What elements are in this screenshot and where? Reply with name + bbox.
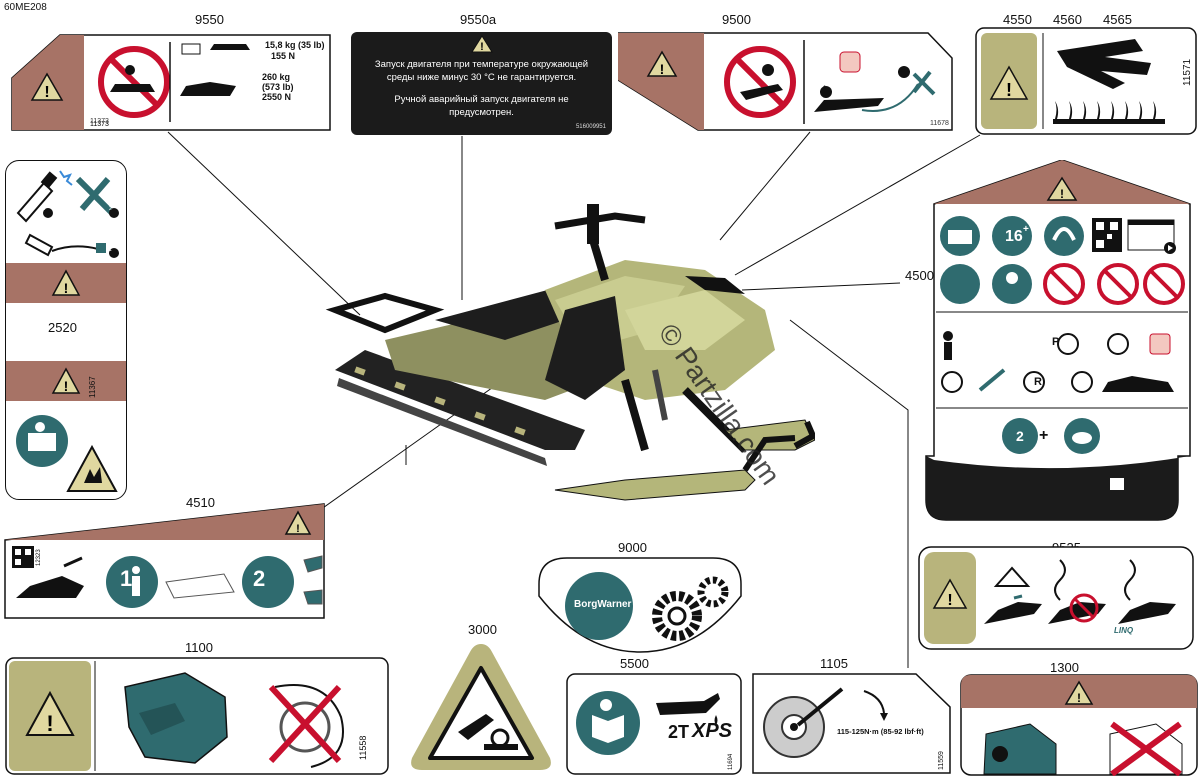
callout-3000: 3000 <box>468 622 497 637</box>
decal-2520-step-e: E <box>42 206 46 212</box>
warning-icon: ! <box>51 367 81 394</box>
svg-text:!: ! <box>660 61 665 77</box>
callout-1105: 1105 <box>820 656 848 671</box>
svg-text:!: ! <box>480 41 484 53</box>
decal-1105-code: 11559 <box>938 751 945 770</box>
decal-9550-code: 11373 <box>90 118 109 125</box>
decal-9550a: ! Запуск двигателя при температуре окруж… <box>351 32 612 135</box>
decal-9550a-line3: Ручной аварийный запуск двигателя не <box>394 94 569 105</box>
spark-plug-icon <box>16 170 119 258</box>
svg-text:!: ! <box>46 711 53 736</box>
svg-text:!: ! <box>44 84 49 101</box>
warning-band-top: ! <box>6 263 126 303</box>
decal-4550: ! <box>975 27 1197 135</box>
decal-9000-brand: BorgWarner <box>574 599 632 610</box>
decal-9500-step2: 2 <box>900 68 904 74</box>
svg-text:!: ! <box>1077 691 1081 705</box>
svg-text:!: ! <box>64 378 69 394</box>
callout-4500: 4500 <box>905 268 934 283</box>
decal-2520-code: 11367 <box>88 376 97 398</box>
decal-4500-reverse: R <box>1034 376 1042 388</box>
decal-9500: ! <box>618 32 953 131</box>
svg-text:!: ! <box>1006 80 1012 100</box>
decal-9550a-line1: Запуск двигателя при температуре окружаю… <box>374 59 589 70</box>
decal-5500 <box>566 673 742 775</box>
decal-4510-code: 12323 <box>36 549 42 566</box>
svg-text:!: ! <box>1060 187 1064 201</box>
decal-1300: ! <box>960 674 1198 776</box>
callout-5500: 5500 <box>620 656 649 671</box>
warning-icon: ! <box>51 269 81 296</box>
decal-2520: E 2 1 ! ! <box>5 160 127 500</box>
decal-9525: ! <box>918 546 1194 650</box>
decal-4510-rider1: 1 <box>120 566 133 591</box>
decal-4550-code: 11571 <box>1182 58 1193 86</box>
decal-5500-code: 11694 <box>728 753 734 770</box>
decal-9550-load-2: (573 lb) <box>262 82 294 92</box>
decal-4500-riders: 2 <box>1016 428 1024 444</box>
decal-9550a-line4: предусмотрен. <box>449 107 514 118</box>
decal-9500-code: 11678 <box>930 120 949 127</box>
decal-9525-brand: LINQ <box>1114 626 1134 635</box>
snowmobile-illustration <box>325 204 815 501</box>
decal-4500-park: P <box>1052 336 1060 348</box>
decal-9550-weight-2: 155 N <box>271 51 296 61</box>
decal-9550: ! 11373 <box>11 34 331 131</box>
decal-4510: ! <box>4 503 325 619</box>
decal-9000 <box>538 557 742 653</box>
decal-4500-age-plus: + <box>1023 224 1029 235</box>
decal-1105-torque: 115-125N·m (85-92 lbf·ft) <box>837 727 924 736</box>
diagram-id: 60ME208 <box>4 2 47 13</box>
callout-4560: 4560 <box>1053 12 1082 27</box>
decal-2520-step-2: 2 <box>109 206 112 212</box>
callout-4510: 4510 <box>186 495 215 510</box>
decal-9550-load-1: 260 kg <box>262 72 291 82</box>
decal-4500-plus: + <box>1039 427 1049 444</box>
decal-9550a-code: 516009951 <box>575 124 606 130</box>
decal-9550-weight-1: 15,8 kg (35 lb) <box>265 40 325 50</box>
decal-9550-load-3: 2550 N <box>262 92 292 102</box>
decal-1105 <box>752 673 951 774</box>
svg-text:!: ! <box>947 592 952 609</box>
callout-9500: 9500 <box>722 12 751 27</box>
warning-band-bottom: ! <box>6 361 126 401</box>
decal-9550a-line2: среды ниже минус 30 °C не гарантируется. <box>386 72 577 83</box>
decal-2520-step-1: 1 <box>109 247 112 253</box>
manual-explosion-icon <box>16 415 118 492</box>
svg-text:!: ! <box>64 280 69 296</box>
callout-9550: 9550 <box>195 12 224 27</box>
svg-text:!: ! <box>296 523 300 535</box>
callout-9550a: 9550a <box>460 12 497 27</box>
callout-4565: 4565 <box>1103 12 1132 27</box>
decal-3000 <box>411 644 551 770</box>
decal-4510-rider2: 2 <box>253 566 266 591</box>
decal-1100: ! <box>5 657 389 775</box>
decal-9500-step1: 1 <box>823 86 827 92</box>
decal-4500: ! <box>925 160 1191 521</box>
callout-9000: 9000 <box>618 540 647 555</box>
callout-4550: 4550 <box>1003 12 1032 27</box>
decal-1100-code: 11558 <box>358 735 368 760</box>
callout-1300: 1300 <box>1050 660 1079 675</box>
callout-2520: 2520 <box>48 320 77 335</box>
decal-5500-brand: XPS <box>692 720 733 742</box>
decal-5500-oil: 2T <box>668 722 690 742</box>
decal-4500-age: 16 <box>1005 228 1023 245</box>
warning-icon: ! <box>471 35 493 53</box>
svg-text:11373: 11373 <box>90 121 109 128</box>
callout-1100: 1100 <box>185 640 213 655</box>
